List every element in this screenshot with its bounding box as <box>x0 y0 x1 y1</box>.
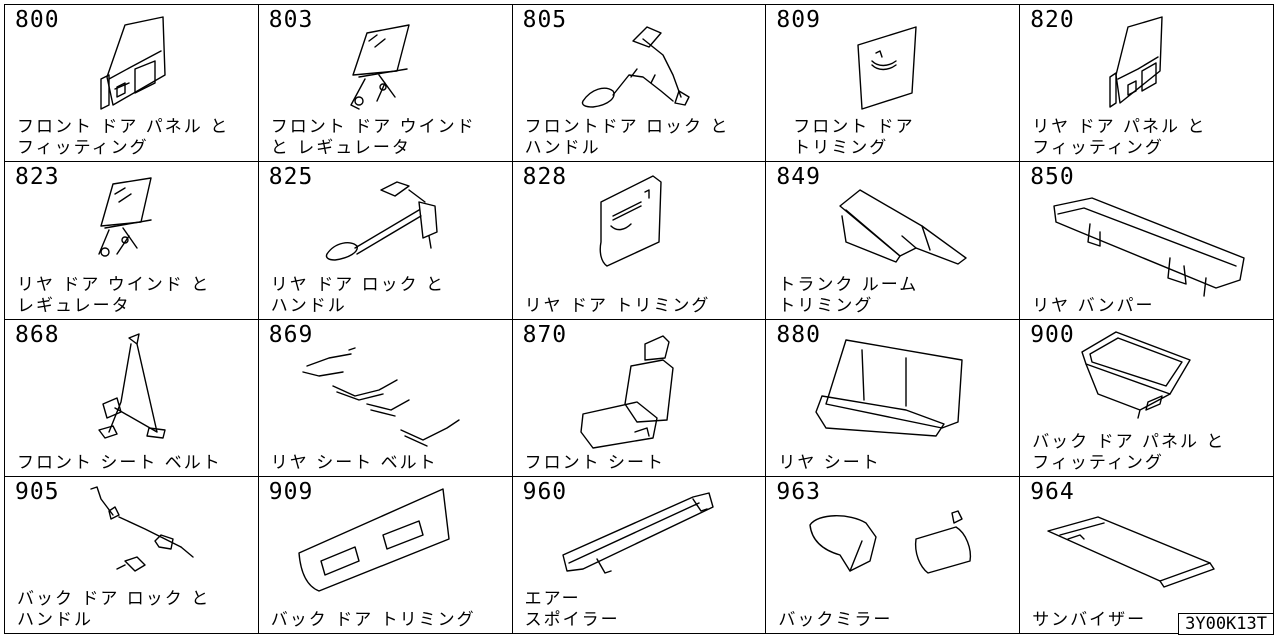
part-code: 960 <box>522 478 568 505</box>
part-code: 850 <box>1030 164 1075 191</box>
part-name: フロント ドア ウインド と レギュレータ <box>270 117 476 159</box>
part-name: リヤ バンパー <box>1032 295 1155 316</box>
part-code: 964 <box>1030 478 1075 505</box>
part-cell-869[interactable]: 869 リヤ シート ベルト <box>258 319 513 477</box>
part-code: 870 <box>522 321 568 348</box>
part-cell-880[interactable]: 880 リヤ シート <box>766 319 1021 477</box>
part-name: リヤ ドア トリミング <box>524 295 711 316</box>
part-name: フロント シート ベルト <box>17 452 222 473</box>
part-code: 905 <box>15 478 60 505</box>
part-code: 825 <box>268 164 314 191</box>
part-cell-963[interactable]: 963 バックミラー <box>766 476 1021 634</box>
part-code: 809 <box>776 7 821 33</box>
part-code: 869 <box>268 321 314 348</box>
part-name: エアー スポイラー <box>524 589 620 630</box>
part-name: リヤ シート <box>778 452 881 473</box>
part-cell-850[interactable]: 850 リヤ バンパー <box>1020 162 1274 320</box>
part-cell-849[interactable]: 849 トランク ルーム トリミング <box>766 162 1021 320</box>
part-name: リヤ シート ベルト <box>270 452 438 473</box>
part-name: フロント シート <box>524 452 665 473</box>
part-name: トランク ルーム トリミング <box>778 274 919 316</box>
part-code: 828 <box>522 164 568 191</box>
part-name: バック ドア トリミング <box>270 610 476 630</box>
part-cell-805[interactable]: 805 フロントドア ロック と ハンドル <box>512 5 767 163</box>
part-name: フロント ドア パネル と フィッティング <box>17 117 230 159</box>
part-name: フロントドア ロック と ハンドル <box>524 117 730 159</box>
part-name: リヤ ドア パネル と フィッティング <box>1032 117 1207 159</box>
part-name: リヤ ドア ウインド と レギュレータ <box>17 274 211 316</box>
part-code: 868 <box>15 321 60 348</box>
part-cell-828[interactable]: 828 リヤ ドア トリミング <box>512 162 767 320</box>
part-code: 849 <box>776 164 821 191</box>
part-cell-868[interactable]: 868 フロント シート ベルト <box>5 319 259 477</box>
part-cell-825[interactable]: 825 リヤ ドア ロック と ハンドル <box>258 162 513 320</box>
part-cell-870[interactable]: 870 フロント シート <box>512 319 767 477</box>
part-cell-823[interactable]: 823 リヤ ドア ウインド と レギュレータ <box>5 162 259 320</box>
part-cell-964[interactable]: 964 サンバイザー <box>1020 476 1274 634</box>
part-code: 900 <box>1030 321 1075 348</box>
part-code: 963 <box>776 478 821 505</box>
part-name: フロント ドア トリミング <box>793 117 915 159</box>
part-code: 803 <box>268 7 314 33</box>
part-cell-820[interactable]: 820 リヤ ドア パネル と フィッティング <box>1020 5 1274 163</box>
part-cell-803[interactable]: 803 フロント ドア ウインド と レギュレータ <box>258 5 513 163</box>
part-cell-905[interactable]: 905 バック ドア ロック と ハンドル <box>5 476 259 634</box>
part-cell-900[interactable]: 900 バック ドア パネル と フィッティング <box>1020 319 1274 477</box>
figure-code: 3Y00K13T <box>1178 613 1274 635</box>
part-code: 820 <box>1030 7 1075 33</box>
part-cell-809[interactable]: 809 フロント ドア トリミング <box>766 5 1021 163</box>
part-code: 805 <box>522 7 568 33</box>
part-cell-909[interactable]: 909 バック ドア トリミング <box>258 476 513 634</box>
part-name: リヤ ドア ロック と ハンドル <box>270 274 446 316</box>
parts-index-grid: 800 フロント ドア パネル と フィッティング 803 フロント ドア ウイ… <box>4 4 1274 634</box>
part-cell-960[interactable]: 960 エアー スポイラー <box>512 476 767 634</box>
part-code: 823 <box>15 164 60 191</box>
part-name: バック ドア ロック と ハンドル <box>17 589 211 630</box>
part-cell-800[interactable]: 800 フロント ドア パネル と フィッティング <box>5 5 259 163</box>
part-code: 880 <box>776 321 821 348</box>
part-name: バック ドア パネル と フィッティング <box>1032 431 1226 473</box>
part-code: 909 <box>268 478 314 505</box>
part-code: 800 <box>15 7 60 33</box>
part-name: バックミラー <box>778 610 893 630</box>
part-name: サンバイザー <box>1032 610 1147 630</box>
